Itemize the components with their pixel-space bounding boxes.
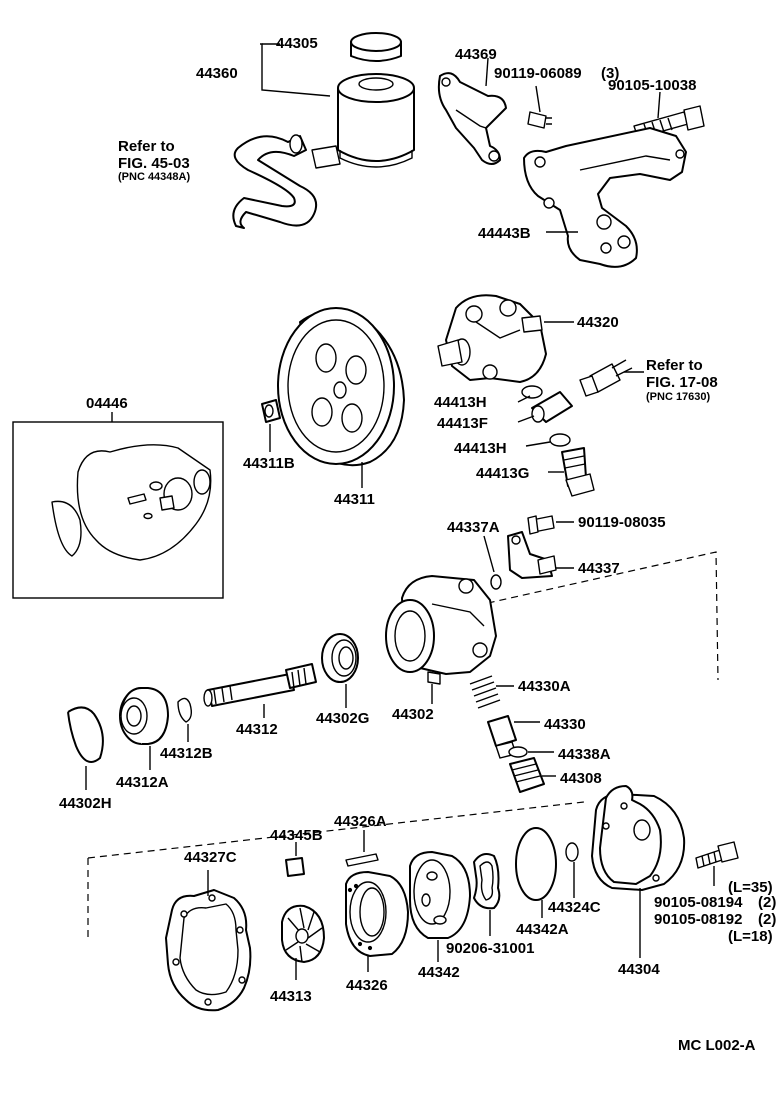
label-44320: 44320 (577, 314, 619, 331)
label-44312B: 44312B (160, 745, 213, 762)
o-ring-44342A (515, 827, 557, 901)
label-90119-06089: 90119-06089 (494, 65, 582, 82)
rotor-44313 (281, 904, 325, 963)
bracket-44369 (437, 72, 507, 165)
pressure-switch (579, 359, 633, 397)
label-44326A: 44326A (334, 813, 387, 830)
rear-cover-44304 (591, 785, 686, 891)
pump-housing-44302 (385, 575, 497, 685)
bearing-44302G (321, 633, 359, 683)
label-44342: 44342 (418, 964, 460, 981)
label-pnc-44348a: (PNC 44348A) (118, 171, 190, 183)
label-04446: 04446 (86, 395, 128, 412)
label-44360: 44360 (196, 65, 238, 82)
nut-44311B (261, 399, 281, 423)
label-44413G: 44413G (476, 465, 529, 482)
label-44326: 44326 (346, 977, 388, 994)
pin-44326A (345, 853, 379, 867)
reservoir-hose (232, 134, 318, 229)
label-44443B: 44443B (478, 225, 531, 242)
label-44337A: 44337A (447, 519, 500, 536)
label-44311: 44311 (334, 491, 375, 508)
label-refer-to-2: Refer to (646, 357, 703, 374)
bolt-90119-06089 (527, 111, 552, 129)
gasket-kit-box-04446 (12, 421, 224, 599)
label-44308: 44308 (560, 770, 602, 787)
spring-44330A (469, 675, 501, 709)
o-ring-44337A (490, 574, 502, 590)
label-44312A: 44312A (116, 774, 169, 791)
label-44312: 44312 (236, 721, 278, 738)
valve-44330 (487, 715, 517, 759)
label-90105-08192: 90105-08192 (654, 911, 742, 928)
label-90105-10038: 90105-10038 (608, 77, 696, 94)
dashed-assembly-outline-upper (393, 551, 719, 681)
union-44337 (507, 531, 557, 579)
union-bolt-44413F (531, 391, 573, 423)
label-90206-31001: 90206-31001 (446, 940, 534, 957)
label-fig-45-03: FIG. 45-03 (118, 155, 190, 172)
gasket-44327C (165, 889, 252, 1012)
label-90105-08194: 90105-08194 (654, 894, 743, 911)
leader-44305 (260, 43, 331, 97)
o-ring-44324C (565, 842, 579, 862)
dashed-assembly-outline-lower (87, 801, 585, 942)
bolt-90105-08194 (695, 841, 739, 869)
gasket-44413H-upper (521, 385, 543, 399)
label-44413H-lower: 44413H (454, 440, 507, 457)
label-44324C: 44324C (548, 899, 601, 916)
label-bolt-length-18: (L=18) (728, 928, 773, 945)
label-44305: 44305 (276, 35, 318, 52)
label-90105-08192-qty: (2) (758, 911, 776, 928)
label-44342A: 44342A (516, 921, 569, 938)
label-90119-08035: 90119-08035 (578, 514, 666, 531)
label-44345B: 44345B (270, 827, 323, 844)
snap-ring-44302H (67, 706, 104, 763)
reservoir-44360 (311, 73, 415, 169)
label-44413H-upper: 44413H (434, 394, 487, 411)
label-44330A: 44330A (518, 678, 571, 695)
label-44302G: 44302G (316, 710, 369, 727)
reservoir-cap-44305 (350, 32, 402, 62)
label-44302H: 44302H (59, 795, 112, 812)
label-refer-to-1: Refer to (118, 138, 175, 155)
cam-ring-44326 (345, 871, 409, 957)
label-pnc-17630: (PNC 17630) (646, 391, 711, 403)
label-44338A: 44338A (558, 746, 611, 763)
drawing-code: MC L002-A (678, 1037, 756, 1054)
label-44302: 44302 (392, 706, 434, 723)
shaft-44312 (203, 663, 317, 707)
pump-assembly-44320 (437, 294, 547, 383)
label-44313: 44313 (270, 988, 312, 1005)
bracket-44443B (523, 127, 687, 268)
plug-44308 (509, 757, 545, 793)
label-bolt-length-35: (L=35) (728, 879, 773, 896)
bolt-90119-08035 (527, 515, 555, 535)
kit-contents (51, 444, 212, 561)
label-90105-08194-qty: (2) (758, 894, 776, 911)
label-44311B: 44311B (243, 455, 295, 472)
snap-ring-44312B (177, 697, 193, 723)
o-ring-44338A (508, 746, 528, 758)
label-44337: 44337 (578, 560, 620, 577)
label-44304: 44304 (618, 961, 660, 978)
label-44327C: 44327C (184, 849, 237, 866)
label-90119-06089-qty: (3) (601, 65, 619, 82)
label-44330: 44330 (544, 716, 586, 733)
label-fig-17-08: FIG. 17-08 (646, 374, 718, 391)
side-plate-44342 (409, 851, 471, 939)
gasket-90206-31001 (473, 853, 501, 910)
pulley-44311 (277, 307, 405, 467)
bearing-44312A (119, 687, 169, 745)
label-44369: 44369 (455, 46, 497, 63)
pin-44345B (285, 857, 305, 877)
union-44413G (561, 447, 595, 497)
label-44413F: 44413F (437, 415, 488, 432)
gasket-44413H-lower (549, 433, 571, 447)
